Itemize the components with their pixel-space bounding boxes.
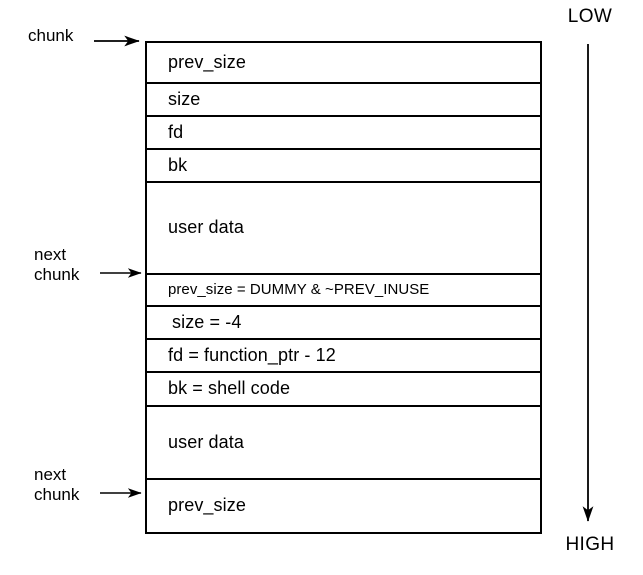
memory-row-label: prev_size [168,495,246,516]
memory-row-label: bk = shell code [168,378,291,399]
memory-row-prev-size-2: prev_size [147,480,540,532]
pointer-label-chunk: chunk [28,26,73,46]
pointer-label-next-chunk-1: next chunk [34,245,79,285]
memory-row-bk-shellcode: bk = shell code [147,373,540,407]
memory-row-bk-1: bk [147,150,540,183]
memory-row-fd-1: fd [147,117,540,150]
memory-row-prev-size-dummy: prev_size = DUMMY & ~PREV_INUSE [147,275,540,307]
memory-row-label: prev_size = DUMMY & ~PREV_INUSE [168,280,430,298]
memory-row-label: bk [168,154,188,175]
pointer-label-text: next chunk [34,245,80,285]
memory-row-label: prev_size [168,51,246,72]
memory-block: prev_size size fd bk user data prev_size… [145,41,542,534]
pointer-label-next-chunk-2: next chunk [34,465,79,505]
memory-row-label: user data [168,431,244,452]
memory-row-label: size [168,88,201,109]
memory-row-label: user data [168,217,244,238]
memory-row-fd-funcptr: fd = function_ptr - 12 [147,340,540,373]
pointer-label-text: chunk [28,26,74,45]
pointer-label-text: next chunk [34,465,80,505]
memory-row-label: fd = function_ptr - 12 [168,344,336,365]
axis-label-low: LOW [567,6,613,27]
axis-label-high: HIGH [565,534,615,555]
memory-row-user-data-2: user data [147,407,540,480]
memory-row-label: size = -4 [172,311,242,332]
memory-row-prev-size-1: prev_size [147,43,540,84]
memory-row-user-data-1: user data [147,183,540,275]
memory-row-label: fd [168,121,184,142]
memory-row-size-neg4: size = -4 [147,307,540,340]
memory-row-size-1: size [147,84,540,117]
